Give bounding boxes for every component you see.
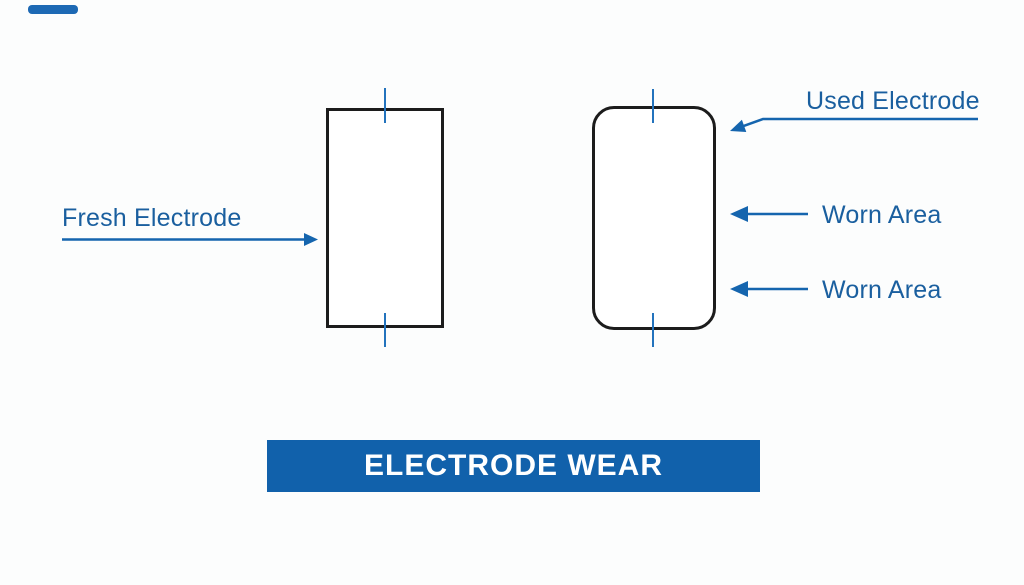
used-centerline-tick-bottom bbox=[652, 313, 654, 347]
title-banner: ELECTRODE WEAR bbox=[267, 440, 760, 492]
used-electrode-arrow-icon bbox=[730, 117, 978, 132]
fresh-centerline-tick-bottom bbox=[384, 313, 386, 347]
used-electrode-label: Used Electrode bbox=[806, 87, 980, 115]
worn-area-label-2: Worn Area bbox=[822, 276, 942, 304]
fresh-electrode-shape bbox=[326, 108, 444, 328]
used-centerline-tick-top bbox=[652, 89, 654, 123]
accent-bar bbox=[28, 5, 78, 14]
fresh-electrode-label: Fresh Electrode bbox=[62, 204, 242, 232]
worn-area-arrow-2-icon bbox=[730, 281, 808, 297]
fresh-centerline-tick-top bbox=[384, 88, 386, 123]
title-banner-text: ELECTRODE WEAR bbox=[364, 449, 663, 482]
worn-area-arrow-1-icon bbox=[730, 206, 808, 222]
fresh-electrode-arrow-icon bbox=[62, 233, 318, 246]
worn-area-label-1: Worn Area bbox=[822, 201, 942, 229]
used-electrode-shape bbox=[592, 106, 716, 330]
